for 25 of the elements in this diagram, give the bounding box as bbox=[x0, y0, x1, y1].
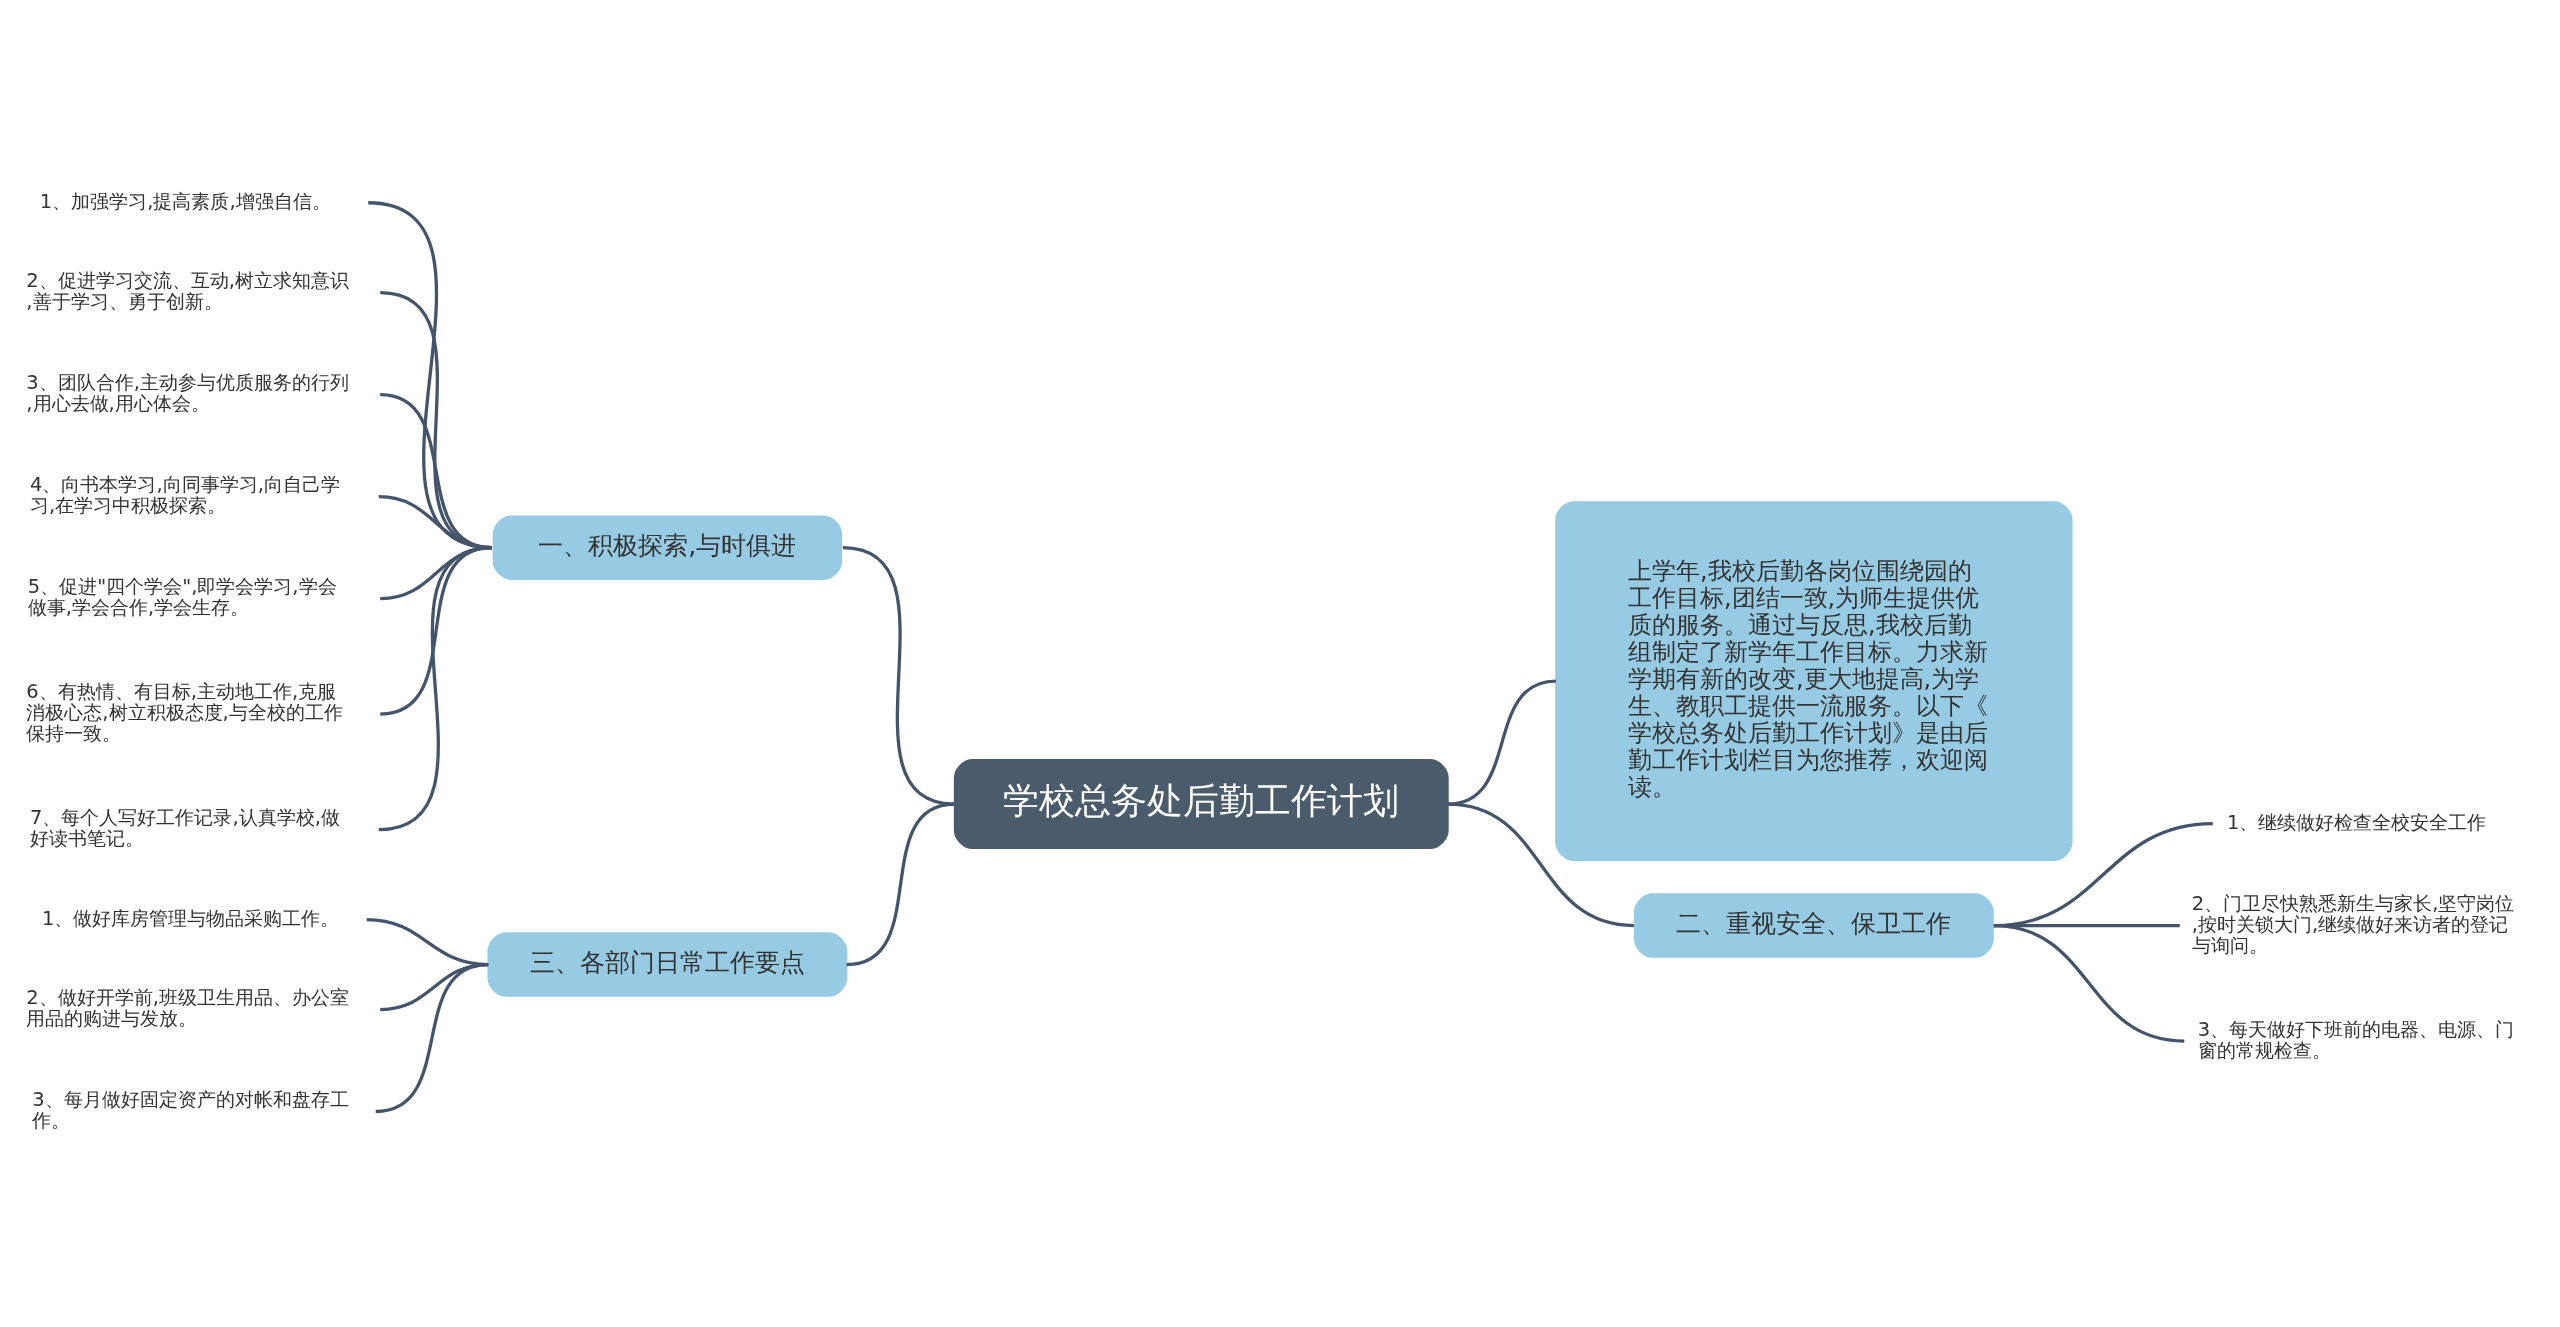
node-box: 学校总务处后勤工作计划 bbox=[953, 759, 1449, 850]
connector bbox=[1447, 679, 1557, 806]
node-text: 3、每月做好固定资产的对帐和盘存工作。 bbox=[32, 1088, 349, 1133]
node-text: 2、做好开学前,班级卫生用品、办公室用品的购进与发放。 bbox=[26, 986, 349, 1031]
node-text: 1、继续做好检查全校安全工作 bbox=[2227, 810, 2487, 834]
node-box: 三、各部门日常工作要点 bbox=[487, 932, 848, 997]
node-text: 4、向书本学习,向同事学习,向自己学习,在学习中积极探索。 bbox=[30, 473, 340, 518]
node-text: 7、每个人写好工作记录,认真学校,做好读书笔记。 bbox=[30, 806, 340, 851]
connector bbox=[1993, 923, 2185, 1043]
connector bbox=[375, 962, 489, 1114]
connector bbox=[1447, 802, 1635, 928]
connector bbox=[378, 546, 493, 832]
node-text: 1、做好库房管理与物品采购工作。 bbox=[42, 906, 340, 930]
node-box: 上学年,我校后勤各岗位围绕园的工作目标,团结一致,为师生提供优质的服务。通过与反思,我校后勤组制定了新学年工作目标。力求新学期有新的改变,更大地提高,为学生、教职工提供一流服务。以下《学校总务处后勤工作计划》是由后勤工作计划栏目为您推荐，欢迎阅读。 bbox=[1555, 501, 2073, 862]
connector bbox=[846, 802, 955, 967]
node-text: 3、每天做好下班前的电器、电源、门窗的常规检查。 bbox=[2197, 1017, 2515, 1062]
node-text: 5、促进"四个学会",即学会学习,学会做事,学会合作,学会生存。 bbox=[27, 575, 337, 620]
node-text: 2、促进学习交流、互动,树立求知意识,善于学习、勇于创新。 bbox=[26, 269, 349, 314]
node-text: 2、门卫尽快熟悉新生与家长,坚守岗位,按时关锁大门,继续做好来访者的登记与询问。 bbox=[2191, 891, 2515, 957]
node-box: 一、积极探索,与时俱进 bbox=[492, 515, 843, 580]
node-box: 二、重视安全、保卫工作 bbox=[1633, 893, 1994, 958]
node-text: 3、团队合作,主动参与优质服务的行列,用心去做,用心体会。 bbox=[26, 371, 349, 416]
node-text: 6、有热情、有目标,主动地工作,克服消极心态,树立积极态度,与全校的工作保持一致。 bbox=[26, 680, 343, 746]
connector bbox=[842, 546, 955, 806]
node-text: 1、加强学习,提高素质,增强自信。 bbox=[39, 189, 331, 213]
